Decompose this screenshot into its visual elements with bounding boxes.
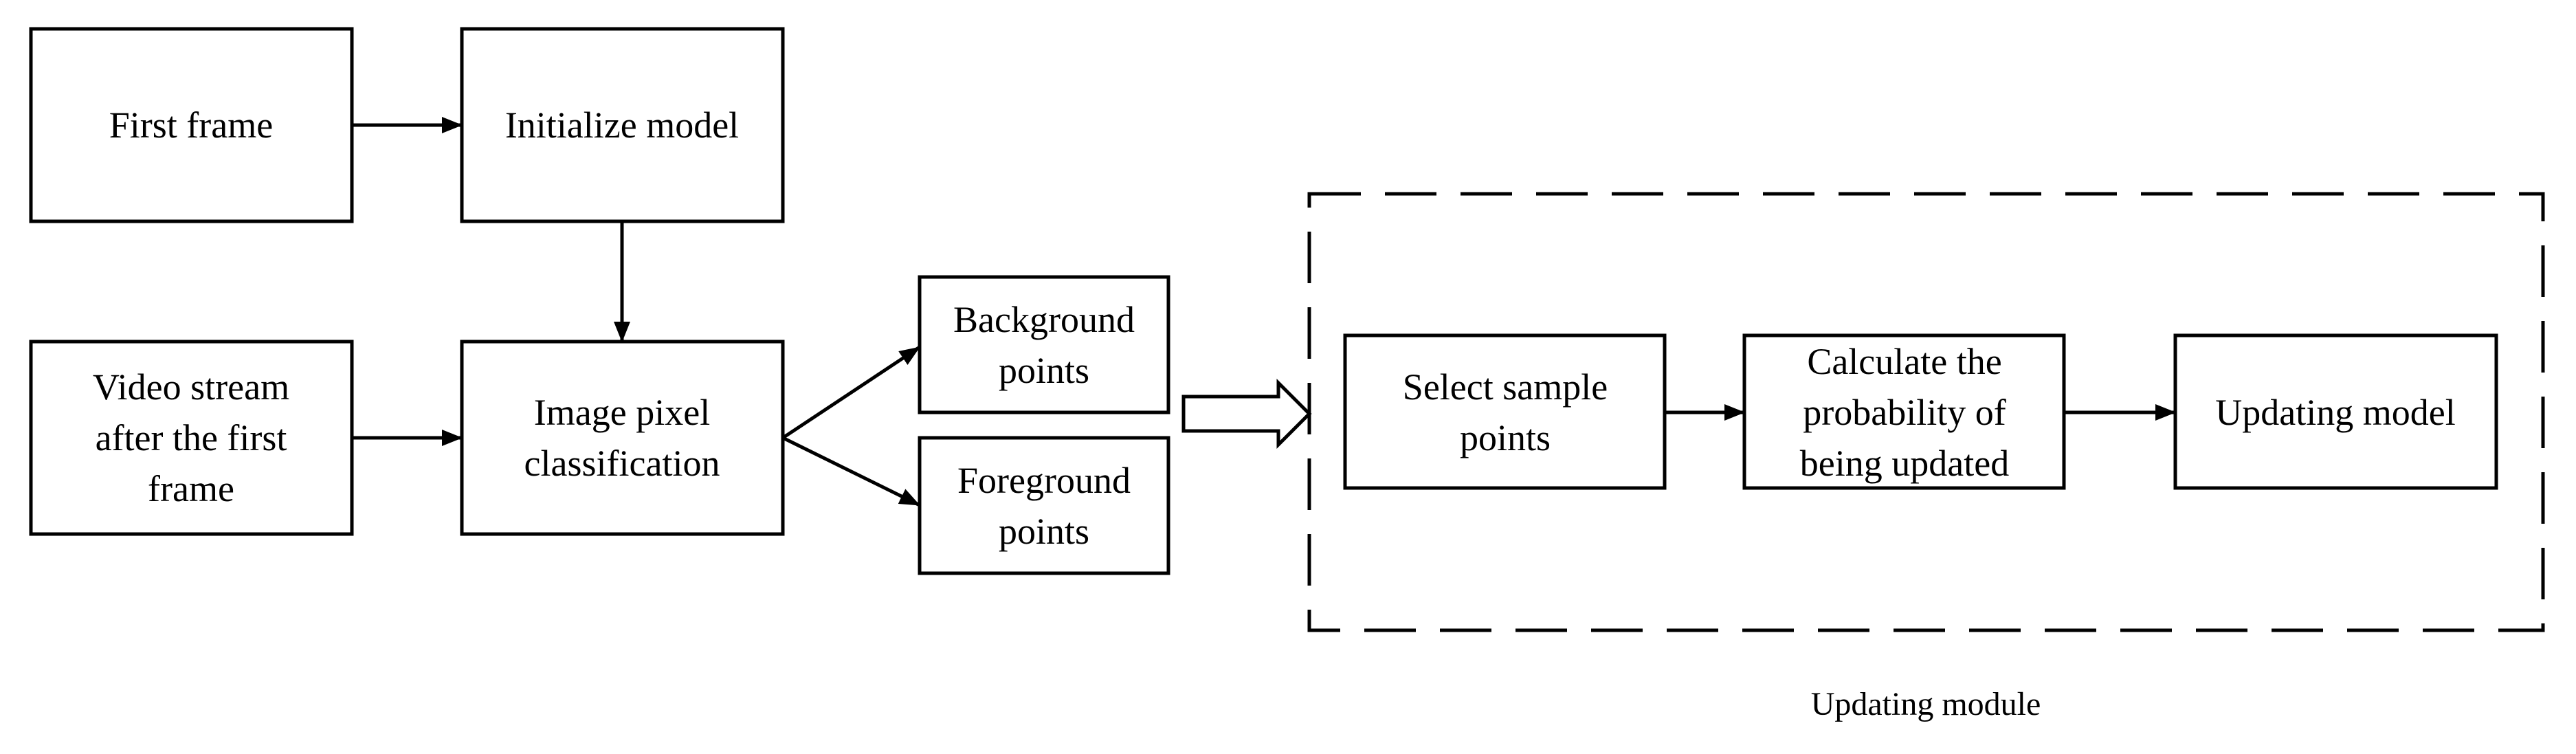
- node-background-points-label: Background points: [953, 299, 1135, 391]
- node-label-line: Calculate the: [1807, 341, 2001, 382]
- node-label-line: points: [999, 511, 1089, 552]
- arrow-classification-to-background: [781, 345, 921, 440]
- node-foreground-points: Foreground points: [918, 436, 1170, 575]
- node-select-sample-points-label: Select sample points: [1403, 366, 1608, 458]
- node-label-line: First frame: [109, 104, 273, 146]
- node-label-line: classification: [524, 443, 720, 484]
- node-label-line: Image pixel: [534, 392, 710, 433]
- node-label-line: Updating model: [2215, 392, 2455, 433]
- node-label-line: Foreground: [957, 460, 1131, 501]
- node-label-line: Select sample: [1403, 366, 1608, 408]
- node-label-line: probability of: [1803, 392, 2006, 433]
- node-video-stream-label: Video stream after the first frame: [93, 366, 289, 509]
- node-initialize-model: Initialize model: [460, 27, 785, 223]
- node-initialize-model-label: Initialize model: [505, 104, 739, 146]
- node-updating-model: Updating model: [2173, 333, 2498, 490]
- node-foreground-points-label: Foreground points: [957, 460, 1131, 552]
- node-first-frame-label: First frame: [109, 104, 273, 146]
- arrow-classification-to-foreground: [781, 436, 921, 507]
- node-select-sample-points: Select sample points: [1343, 333, 1667, 490]
- node-updating-model-label: Updating model: [2215, 392, 2455, 433]
- node-video-stream: Video stream after the first frame: [29, 340, 354, 536]
- node-background-points: Background points: [918, 275, 1170, 414]
- node-label-line: Initialize model: [505, 104, 739, 146]
- node-first-frame: First frame: [29, 27, 354, 223]
- node-label-line: Background: [953, 299, 1135, 340]
- node-label-line: points: [1460, 417, 1551, 458]
- hollow-arrow-to-updating-module: [1181, 378, 1312, 450]
- node-calculate-probability-label: Calculate the probability of being updated: [1800, 341, 2009, 484]
- node-image-pixel-classification-label: Image pixel classification: [524, 392, 720, 484]
- node-label-line: after the first: [96, 417, 287, 458]
- node-image-pixel-classification: Image pixel classification: [460, 340, 785, 536]
- node-label-line: being updated: [1800, 443, 2009, 484]
- node-label-line: points: [999, 350, 1089, 391]
- node-label-line: frame: [148, 468, 234, 509]
- updating-module-label: Updating module: [1811, 686, 2041, 722]
- node-calculate-probability: Calculate the probability of being updated: [1742, 333, 2066, 490]
- node-label-line: Video stream: [93, 366, 289, 408]
